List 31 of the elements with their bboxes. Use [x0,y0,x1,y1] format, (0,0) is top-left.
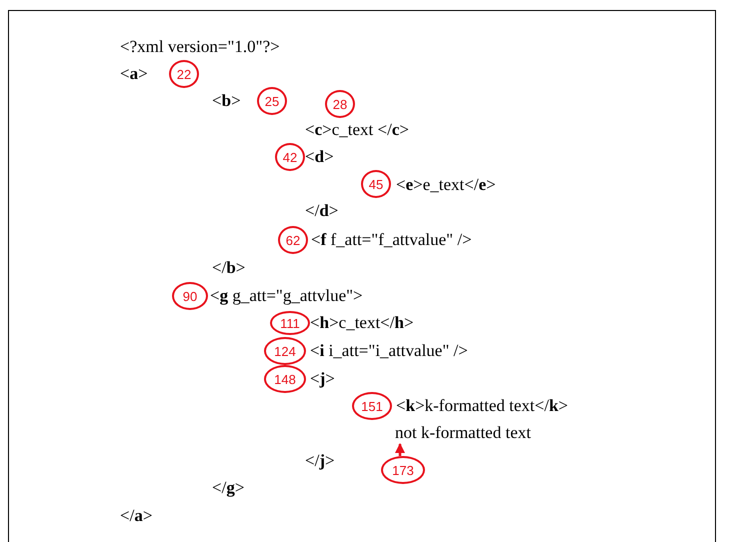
callout-number: 45 [361,170,391,198]
code-line: <f f_att="f_attvalue" /> [311,230,472,250]
code-line: <h>c_text</h> [310,313,414,333]
code-line: <g g_att="g_attvlue"> [210,286,363,306]
arrow [395,443,405,456]
code-line: <j> [310,369,335,389]
callout-number: 151 [352,392,392,420]
callout-number: 111 [270,311,310,335]
code-line: <i i_att="i_attvalue" /> [310,341,468,361]
callout-number: 28 [325,90,355,118]
code-line: <c>c_text </c> [305,120,409,140]
code-text: not k-formatted text [395,423,531,443]
callout-number: 90 [172,282,208,310]
code-line: <?xml version="1.0"?> [120,37,280,57]
code-line: <a> [120,64,148,84]
callout-number: 25 [257,87,287,115]
callout-number: 173 [381,456,425,484]
code-line: <b> [212,91,241,111]
callout-number: 62 [278,226,308,254]
callout-number: 124 [264,337,306,365]
callout-number: 42 [275,143,305,171]
code-line: </j> [305,451,335,471]
code-line: <e>e_text</e> [396,175,496,195]
code-line: </a> [120,506,152,526]
code-line: </d> [305,201,338,221]
callout-number: 148 [264,365,306,393]
code-line: </b> [212,258,246,278]
callout-number: 22 [169,60,199,88]
code-line: <k>k-formatted text</k> [396,396,568,416]
code-line: </g> [212,478,244,498]
code-line: <d> [305,147,334,167]
